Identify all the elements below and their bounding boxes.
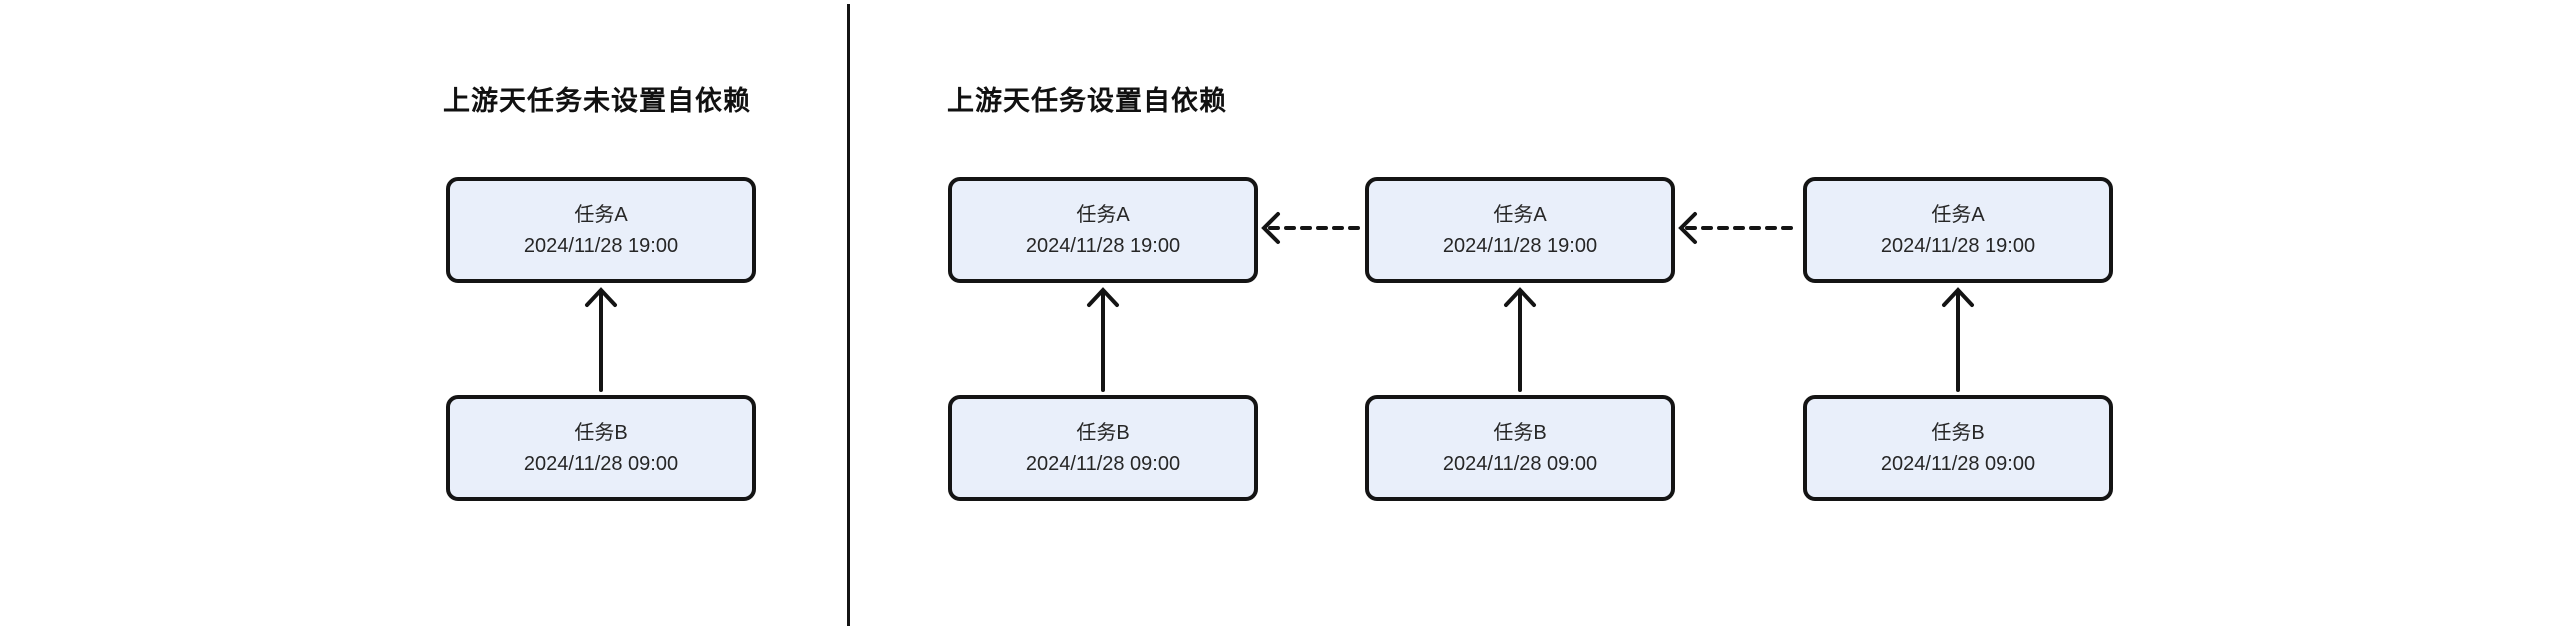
dependency-arrow-up: [1504, 287, 1536, 392]
task-time: 2024/11/28 09:00: [1025, 452, 1181, 475]
task-name: 任务A: [1076, 203, 1130, 226]
panel-divider: [847, 4, 850, 626]
right-panel-title: 上游天任务设置自依赖: [947, 86, 1227, 116]
arrowhead-left-icon: [1261, 212, 1280, 244]
dependency-arrow-up: [1942, 287, 1974, 392]
task-name: 任务A: [1493, 203, 1547, 226]
task-node-a: 任务A 2024/11/28 19:00: [1803, 177, 2113, 283]
task-name: 任务B: [1493, 421, 1547, 444]
task-node-a: 任务A 2024/11/28 19:00: [446, 177, 756, 283]
task-name: 任务A: [1931, 203, 1985, 226]
task-time: 2024/11/28 19:00: [1442, 234, 1598, 257]
task-node-b: 任务B 2024/11/28 09:00: [1365, 395, 1675, 501]
arrowhead-up-icon: [1504, 287, 1536, 307]
task-name: 任务B: [1076, 421, 1130, 444]
arrowhead-left-icon: [1678, 212, 1697, 244]
task-time: 2024/11/28 19:00: [523, 234, 679, 257]
task-name: 任务B: [1931, 421, 1985, 444]
task-name: 任务A: [574, 203, 628, 226]
dependency-arrow-up: [585, 287, 617, 392]
task-time: 2024/11/28 09:00: [523, 452, 679, 475]
task-time: 2024/11/28 19:00: [1880, 234, 2036, 257]
task-node-b: 任务B 2024/11/28 09:00: [446, 395, 756, 501]
task-time: 2024/11/28 09:00: [1442, 452, 1598, 475]
self-dependency-arrow-dashed: [1678, 212, 1801, 244]
task-name: 任务B: [574, 421, 628, 444]
task-node-b: 任务B 2024/11/28 09:00: [948, 395, 1258, 501]
arrowhead-up-icon: [1942, 287, 1974, 307]
arrowhead-up-icon: [585, 287, 617, 307]
dependency-arrow-up: [1087, 287, 1119, 392]
task-node-a: 任务A 2024/11/28 19:00: [1365, 177, 1675, 283]
arrowhead-up-icon: [1087, 287, 1119, 307]
left-panel-title: 上游天任务未设置自依赖: [443, 86, 751, 116]
task-time: 2024/11/28 09:00: [1880, 452, 2036, 475]
task-node-a: 任务A 2024/11/28 19:00: [948, 177, 1258, 283]
self-dependency-arrow-dashed: [1261, 212, 1363, 244]
task-time: 2024/11/28 19:00: [1025, 234, 1181, 257]
task-node-b: 任务B 2024/11/28 09:00: [1803, 395, 2113, 501]
